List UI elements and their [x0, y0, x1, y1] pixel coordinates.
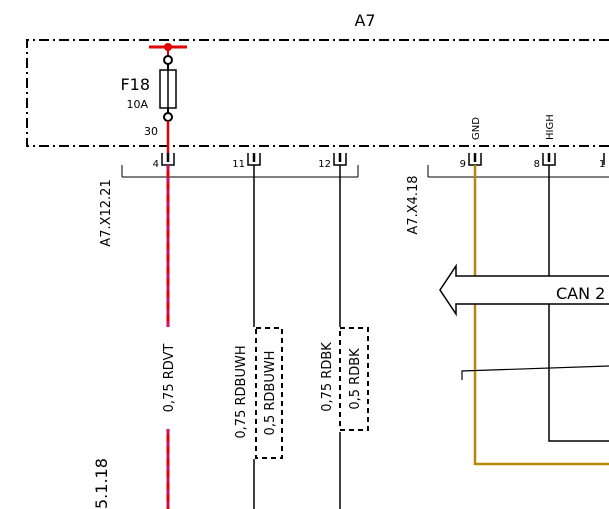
bus-label: CAN 2: [556, 284, 605, 303]
reference-line: [461, 365, 609, 380]
bus-arrow[interactable]: [439, 263, 609, 317]
pin-number-8: 8: [534, 159, 540, 170]
pin-11[interactable]: [247, 153, 261, 166]
wire-label-rdvt: 0,75 RDVT: [162, 344, 177, 413]
pin-number-9: 9: [460, 159, 466, 170]
pin-label-high: HIGH: [545, 114, 556, 140]
pin-12[interactable]: [333, 153, 347, 166]
connector-x4-18: [427, 165, 609, 178]
pin-4[interactable]: [161, 153, 175, 166]
connector-x12-21: [121, 165, 359, 178]
page-reference: 5.1.18: [92, 458, 111, 509]
pin-number-11: 11: [232, 159, 245, 170]
alt-label-rdbuwh: 0,5 RDBUWH: [263, 351, 278, 436]
pin-label-gnd: GND: [471, 117, 482, 140]
pin-8[interactable]: [542, 153, 556, 166]
connector-label-x4-18: A7.X4.18: [406, 175, 421, 234]
wire-gnd[interactable]: [473, 165, 609, 466]
fuse-terminal: 30: [144, 125, 158, 138]
fuse-f18[interactable]: [149, 43, 187, 122]
connector-label-x12-21: A7.X12.21: [99, 179, 114, 246]
fuse-name: F18: [120, 75, 150, 94]
module-boundary: [26, 39, 609, 147]
pin-number-12: 12: [318, 159, 331, 170]
wire-can-high[interactable]: [548, 165, 609, 442]
alt-label-box-rdbuwh: [255, 327, 283, 459]
alt-label-box-rdbk: [339, 327, 369, 431]
pin-number-4: 4: [153, 159, 159, 170]
module-title: A7: [354, 11, 375, 30]
wire-label-rdbuwh: 0,75 RDBUWH: [234, 345, 249, 438]
pin-number-1: 1: [599, 159, 605, 170]
alt-label-rdbk: 0,5 RDBK: [348, 348, 363, 410]
wire-label-rdbk: 0,75 RDBK: [320, 342, 335, 412]
pin-9[interactable]: [468, 153, 482, 166]
fuse-rating: 10A: [126, 98, 148, 111]
